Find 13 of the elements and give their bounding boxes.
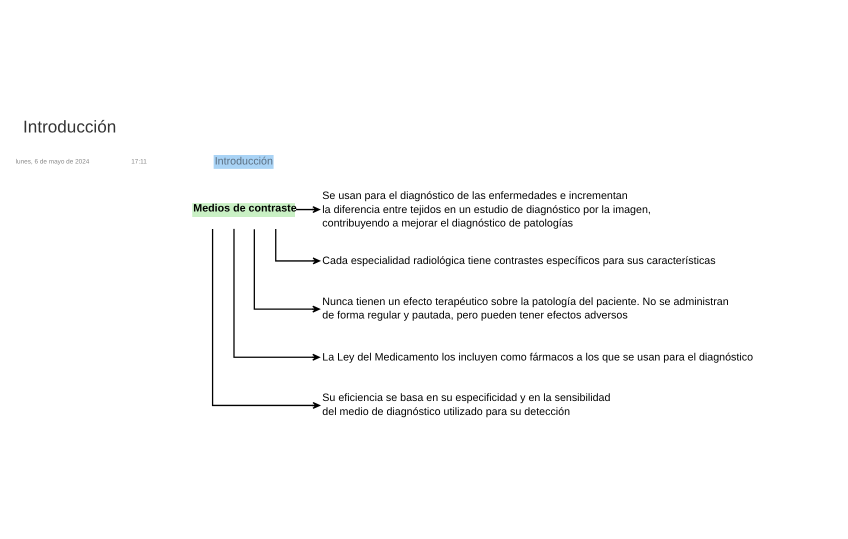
node-text: Se usan para el diagnóstico de las enfermedades e incrementan la diferencia entre tejidos en un estudio de diagnóstico por la imagen, contribuyendo a mejorar el diagnóstico de patologías [322,190,651,230]
node-text: Nunca tienen un efecto terapéutico sobre la patología del paciente. No se administran de forma regular y pautada, pero pueden tener efectos adversos [322,296,729,322]
node-box: Medios de contraste [192,203,295,218]
arrow [233,228,320,361]
diagram-title: Introducción [23,117,116,136]
label: Introducción [214,156,273,168]
arrow [254,229,320,313]
arrow [275,228,320,264]
arrow [212,229,320,409]
arrow [296,206,320,214]
node-text: Cada especialidad radiológica tiene contrastes específicos para sus características [322,255,716,268]
node-text: La Ley del Medicamento los incluyen como fármacos a los que se usan para el diagnóstico [322,351,754,364]
node-text: Su eficiencia se basa en su especificidad y en la sensibilidad del medio de diagnóstico utilizado para su detección [322,392,610,418]
